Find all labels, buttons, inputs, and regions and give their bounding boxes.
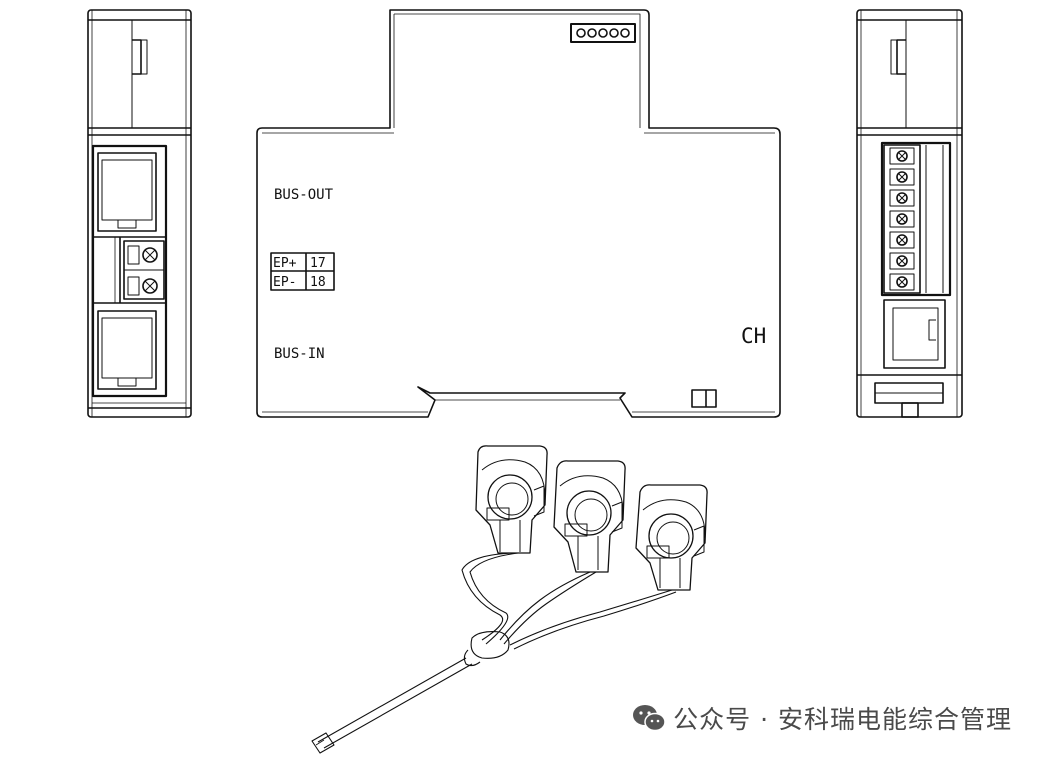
terminal-strip <box>880 141 952 297</box>
ct-sensor-2 <box>553 460 626 573</box>
terminal-cell <box>889 147 915 165</box>
terminal-cell <box>889 231 915 249</box>
right-side-view <box>856 9 963 418</box>
current-transformers <box>311 445 708 754</box>
screw-slot <box>897 235 907 245</box>
terminal-screw <box>896 192 908 204</box>
ep-plus-number: 17 <box>310 256 326 271</box>
watermark: 公众号 · 安科瑞电能综合管理 <box>631 700 1012 736</box>
bus-out-label: BUS-OUT <box>274 187 334 203</box>
ep-minus-number: 18 <box>310 275 326 290</box>
ep-terminal-block <box>123 240 165 300</box>
terminal-cell <box>889 189 915 207</box>
screw-slot <box>897 277 907 287</box>
ep-label-table <box>270 252 335 291</box>
terminal-cell <box>889 168 915 186</box>
terminal-screws <box>889 147 915 291</box>
screw-slot <box>897 172 907 182</box>
terminal-screw <box>896 276 908 288</box>
terminal-screw <box>896 213 908 225</box>
terminal-screw <box>896 150 908 162</box>
indicator-leds <box>570 23 636 43</box>
rj45-port-top <box>97 152 157 232</box>
dip-switch <box>691 389 717 408</box>
terminal-screw <box>896 255 908 267</box>
screw-slot <box>897 256 907 266</box>
ct-cables <box>311 552 677 754</box>
screw-slot <box>897 193 907 203</box>
rj45-port-right <box>883 299 946 369</box>
left-side-view <box>87 9 192 418</box>
screw-slot <box>897 214 907 224</box>
ct-sensor-3 <box>635 484 708 591</box>
ch-label: CH <box>741 324 766 348</box>
ep-minus-label: EP- <box>273 275 296 290</box>
bus-in-label: BUS-IN <box>274 346 325 362</box>
front-view <box>256 9 781 418</box>
terminal-cell <box>889 210 915 228</box>
wechat-icon <box>633 705 666 732</box>
ep-plus-label: EP+ <box>273 256 297 271</box>
rj45-port-bottom <box>97 310 157 390</box>
din-clip <box>874 382 944 418</box>
screw-slot <box>897 151 907 161</box>
terminal-cell <box>889 252 915 270</box>
ct-sensor-1 <box>475 445 548 554</box>
terminal-screw <box>896 171 908 183</box>
terminal-cell <box>889 273 915 291</box>
terminal-screw <box>896 234 908 246</box>
watermark-text: 公众号 · 安科瑞电能综合管理 <box>673 705 1012 734</box>
